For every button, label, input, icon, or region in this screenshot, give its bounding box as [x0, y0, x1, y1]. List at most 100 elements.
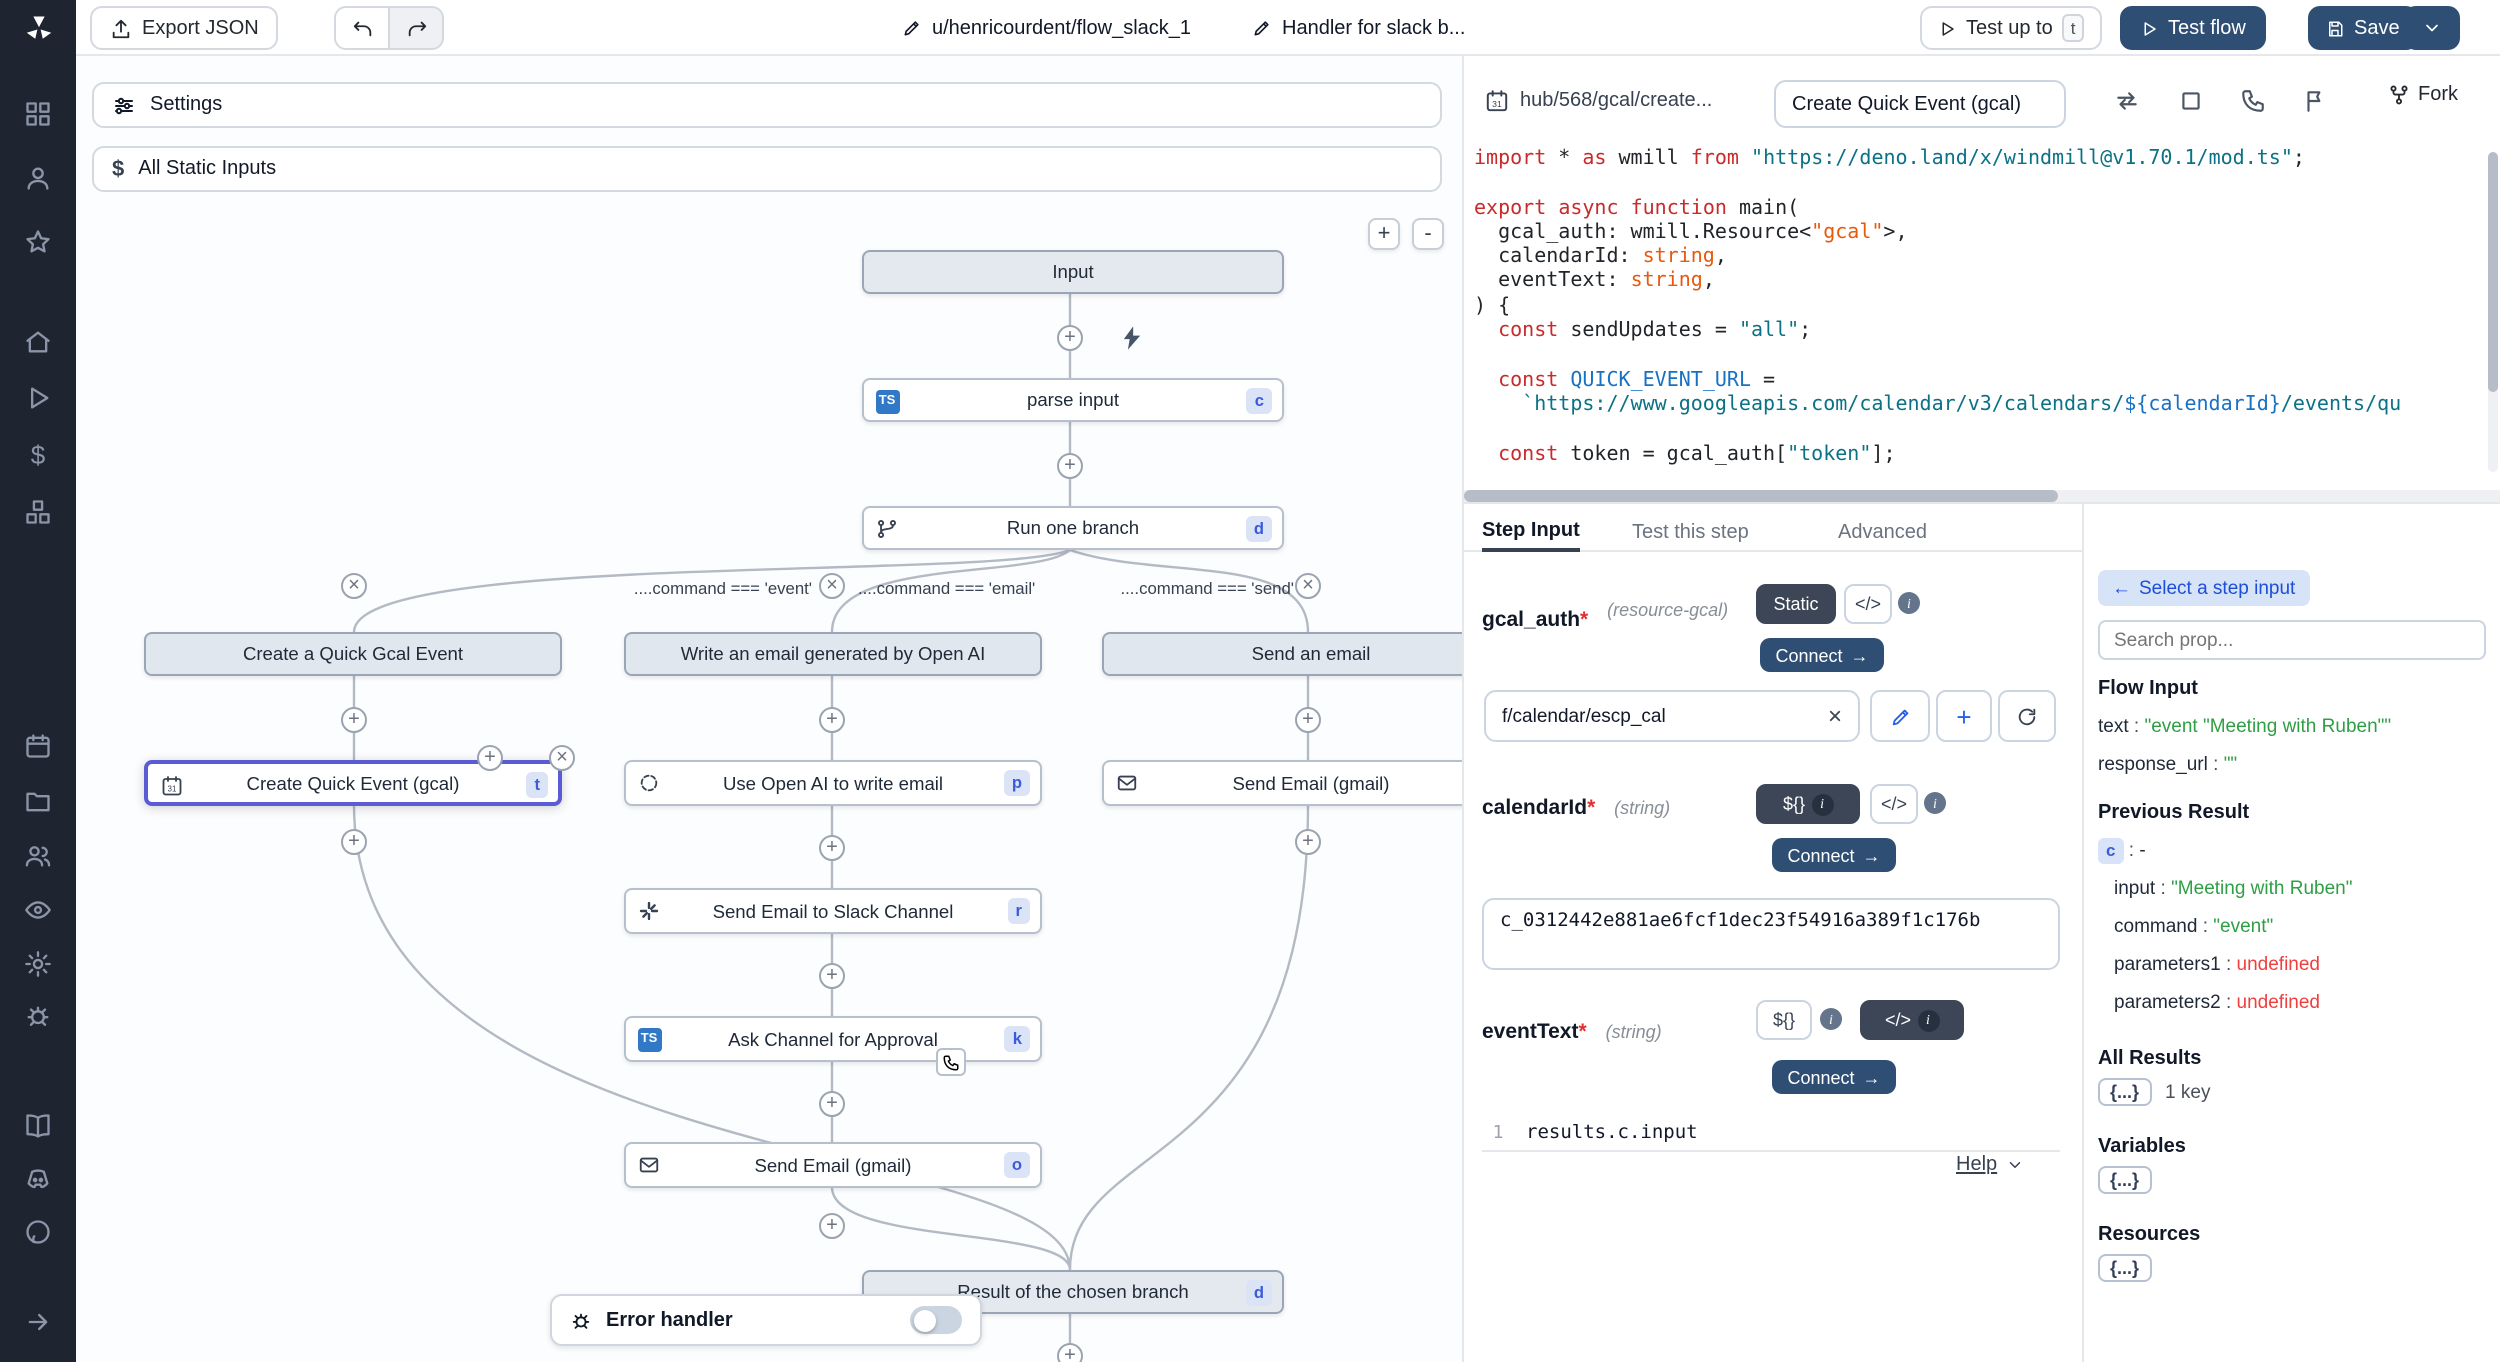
flow-path[interactable]: u/henricourdent/flow_slack_1	[902, 0, 1191, 56]
flow-node-use-openai[interactable]: Use Open AI to write email p	[624, 760, 1042, 806]
connect-button[interactable]: Connect→	[1760, 638, 1884, 672]
grid-icon[interactable]	[22, 98, 54, 130]
add-step-button[interactable]: +	[819, 707, 845, 733]
gcal-auth-value-input[interactable]: f/calendar/escp_cal ×	[1484, 690, 1860, 742]
prop-row-response_url[interactable]: response_url : ""	[2098, 746, 2490, 784]
phone-icon[interactable]	[2240, 88, 2266, 114]
redo-button[interactable]	[388, 6, 444, 50]
horizontal-scrollbar[interactable]	[1464, 490, 2500, 502]
folder-icon[interactable]	[22, 786, 54, 818]
arrow-right-icon[interactable]	[22, 1306, 54, 1338]
branch-header-1[interactable]: Create a Quick Gcal Event	[144, 632, 562, 676]
add-step-button[interactable]: +	[1057, 325, 1083, 351]
expr-toggle-button[interactable]: ${}	[1756, 1000, 1812, 1040]
zoom-in-button[interactable]: +	[1368, 218, 1400, 250]
export-json-button[interactable]: Export JSON	[90, 6, 279, 50]
home-icon[interactable]	[22, 326, 54, 358]
step-name-input[interactable]	[1774, 80, 2066, 128]
swap-arrows-icon[interactable]	[2114, 88, 2140, 114]
clear-icon[interactable]: ×	[1828, 702, 1842, 730]
tab-test-this-step[interactable]: Test this step	[1632, 512, 1749, 552]
windmill-logo-icon[interactable]	[22, 12, 54, 44]
vertical-scrollbar[interactable]	[2488, 152, 2498, 472]
delete-step-button[interactable]: ×	[549, 745, 575, 771]
select-step-input-button[interactable]: ← Select a step input	[2098, 570, 2309, 606]
dollar-icon[interactable]: $	[22, 438, 54, 470]
static-inputs-bar[interactable]: $ All Static Inputs	[92, 146, 1442, 192]
prop-row-input[interactable]: input : "Meeting with Ruben"	[2098, 870, 2490, 908]
add-step-button[interactable]: +	[1295, 707, 1321, 733]
info-icon[interactable]: i	[1898, 592, 1920, 614]
play-icon[interactable]	[22, 382, 54, 414]
flag-icon[interactable]	[2302, 88, 2328, 114]
star-icon[interactable]	[22, 226, 54, 258]
branch-header-2[interactable]: Write an email generated by Open AI	[624, 632, 1042, 676]
hub-script-path[interactable]: hub/568/gcal/create...	[1520, 90, 1750, 112]
flow-node-send-gmail-b3[interactable]: Send Email (gmail)	[1102, 760, 1462, 806]
flow-node-parse-input[interactable]: TS parse input c	[862, 378, 1284, 422]
expr-toggle-button[interactable]: ${}i	[1756, 784, 1860, 824]
save-button[interactable]: Save	[2308, 6, 2418, 50]
calendar-id-value-input[interactable]: c_0312442e881ae6fcf1dec23f54916a389f1c17…	[1482, 898, 2060, 970]
discord-icon[interactable]	[22, 1164, 54, 1196]
info-icon[interactable]: i	[1811, 793, 1833, 815]
add-step-button[interactable]: +	[1295, 829, 1321, 855]
remove-branch-button[interactable]: ×	[341, 573, 367, 599]
error-handler-bar[interactable]: Error handler	[550, 1294, 982, 1346]
flow-node-ask-approval[interactable]: TS Ask Channel for Approval k	[624, 1016, 1042, 1062]
code-toggle-button[interactable]: </>	[1870, 784, 1918, 824]
help-link[interactable]: Help	[1956, 1154, 2023, 1176]
trigger-bolt-icon[interactable]	[1118, 324, 1146, 362]
remove-branch-button[interactable]: ×	[819, 573, 845, 599]
eye-icon[interactable]	[22, 894, 54, 926]
tab-step-input[interactable]: Step Input	[1482, 512, 1580, 552]
bug-icon[interactable]	[22, 1000, 54, 1032]
flow-canvas[interactable]: Settings $ All Static Inputs + - + + + +…	[76, 56, 1462, 1362]
flow-node-run-one-branch[interactable]: Run one branch d	[862, 506, 1284, 550]
flow-node-send-slack[interactable]: Send Email to Slack Channel r	[624, 888, 1042, 934]
prop-row-c[interactable]: c : -	[2098, 832, 2146, 870]
add-step-button[interactable]: +	[819, 835, 845, 861]
move-step-handle[interactable]: +	[477, 745, 503, 771]
gear-icon[interactable]	[22, 948, 54, 980]
prop-row-command[interactable]: command : "event"	[2098, 908, 2490, 946]
expr-editor[interactable]: 1 results.c.input	[1482, 1116, 2060, 1152]
zoom-out-button[interactable]: -	[1412, 218, 1444, 250]
save-dropdown-button[interactable]	[2404, 6, 2460, 50]
all-results-chip[interactable]: {...}	[2098, 1078, 2151, 1106]
add-step-button[interactable]: +	[819, 1213, 845, 1239]
code-toggle-button[interactable]: </>i	[1860, 1000, 1964, 1040]
tab-advanced[interactable]: Advanced	[1838, 512, 1927, 552]
branch-header-3[interactable]: Send an email	[1102, 632, 1462, 676]
add-step-button[interactable]: +	[1057, 453, 1083, 479]
error-handler-toggle[interactable]	[910, 1306, 962, 1334]
flow-node-send-gmail[interactable]: Send Email (gmail) o	[624, 1142, 1042, 1188]
fork-button[interactable]: Fork	[2388, 84, 2458, 106]
square-icon[interactable]	[2178, 88, 2204, 114]
user-icon[interactable]	[22, 162, 54, 194]
test-up-to-button[interactable]: Test up to t	[1920, 6, 2101, 50]
undo-button[interactable]	[334, 6, 390, 50]
add-step-button[interactable]: +	[341, 707, 367, 733]
calendar-icon[interactable]	[22, 730, 54, 762]
code-toggle-button[interactable]: </>	[1844, 584, 1892, 624]
static-toggle-button[interactable]: Static	[1756, 584, 1836, 624]
boxes-icon[interactable]	[22, 496, 54, 528]
resources-chip[interactable]: {...}	[2098, 1254, 2151, 1282]
test-flow-button[interactable]: Test flow	[2120, 6, 2266, 50]
flow-summary[interactable]: Handler for slack b...	[1252, 0, 1465, 56]
book-icon[interactable]	[22, 1110, 54, 1142]
variables-chip[interactable]: {...}	[2098, 1166, 2151, 1194]
info-icon[interactable]: i	[1917, 1009, 1939, 1031]
github-icon[interactable]	[22, 1216, 54, 1248]
code-editor[interactable]: import * as wmill from "https://deno.lan…	[1474, 148, 2494, 468]
flow-settings-bar[interactable]: Settings	[92, 82, 1442, 128]
connect-button[interactable]: Connect→	[1772, 1060, 1896, 1094]
users-icon[interactable]	[22, 840, 54, 872]
refresh-button[interactable]	[1998, 690, 2056, 742]
prop-row-parameters2[interactable]: parameters2 : undefined	[2098, 984, 2490, 1022]
info-icon[interactable]: i	[1924, 792, 1946, 814]
add-step-button[interactable]: +	[1057, 1343, 1083, 1362]
add-step-button[interactable]: +	[341, 829, 367, 855]
add-resource-button[interactable]: +	[1936, 690, 1992, 742]
